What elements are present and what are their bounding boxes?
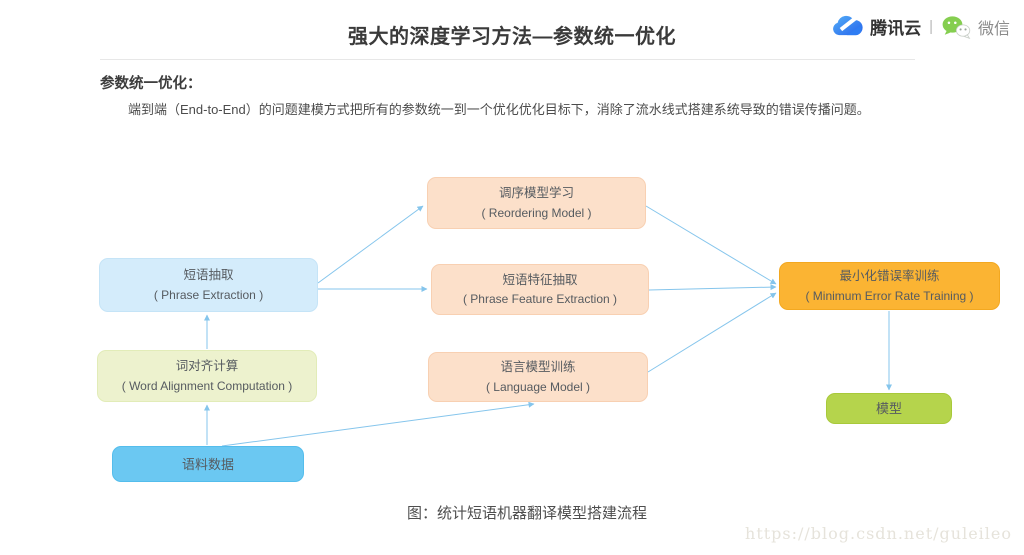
- edge-phrase-feature-extraction-to-minimum-error-rate-training: [648, 284, 777, 291]
- watermark-url: https://blog.csdn.net/guleileo: [745, 524, 1012, 543]
- node-word-alignment-computation-label-zh: 词对齐计算: [175, 359, 239, 374]
- node-minimum-error-rate-training-label-en: ( Minimum Error Rate Training ): [805, 288, 974, 303]
- node-phrase-extraction: 短语抽取 ( Phrase Extraction ): [99, 258, 318, 312]
- header-divider: [100, 59, 915, 60]
- node-reordering-model-label-zh: 调序模型学习: [498, 186, 574, 201]
- edge-corpus-data-to-language-model: [221, 401, 535, 447]
- node-phrase-feature-extraction-label-en: ( Phrase Feature Extraction ): [462, 292, 618, 307]
- edge-phrase-extraction-to-reordering-model: [317, 205, 424, 284]
- node-corpus-data-label-zh: 语料数据: [181, 456, 234, 472]
- node-language-model: 语言模型训练 ( Language Model ): [428, 352, 648, 402]
- node-phrase-feature-extraction-label-zh: 短语特征抽取: [502, 272, 578, 287]
- edge-reordering-model-to-minimum-error-rate-training: [645, 205, 777, 285]
- node-phrase-extraction-label-en: ( Phrase Extraction ): [153, 287, 264, 302]
- node-language-model-label-en: ( Language Model ): [485, 379, 591, 394]
- page-title: 强大的深度学习方法—参数统一优化: [348, 26, 676, 48]
- intro-paragraph: 端到端（End-to-End）的问题建模方式把所有的参数统一到一个优化优化目标下…: [128, 102, 870, 117]
- node-language-model-label-zh: 语言模型训练: [500, 360, 576, 375]
- node-word-alignment-computation: 词对齐计算 ( Word Alignment Computation ): [97, 350, 317, 402]
- tencent-cloud-icon: [831, 15, 863, 38]
- node-word-alignment-computation-label-en: ( Word Alignment Computation ): [121, 378, 293, 393]
- node-phrase-feature-extraction: 短语特征抽取 ( Phrase Feature Extraction ): [431, 264, 649, 315]
- edge-language-model-to-minimum-error-rate-training: [647, 292, 777, 373]
- section-heading: 参数统一优化：: [100, 76, 202, 92]
- node-reordering-model-label-en: ( Reordering Model ): [481, 205, 592, 220]
- wechat-label: 微信: [977, 20, 1010, 38]
- brand-separator: |: [929, 18, 933, 35]
- node-phrase-extraction-label-zh: 短语抽取: [183, 268, 234, 283]
- figure-caption: 图：统计短语机器翻译模型搭建流程: [406, 505, 647, 522]
- tencent-cloud-label: 腾讯云: [870, 19, 922, 38]
- node-corpus-data: 语料数据: [112, 446, 304, 482]
- brand-bar: 腾讯云 | 微信: [831, 14, 1010, 39]
- node-minimum-error-rate-training-label-zh: 最小化错误率训练: [839, 269, 940, 284]
- node-minimum-error-rate-training: 最小化错误率训练 ( Minimum Error Rate Training ): [779, 262, 1000, 310]
- node-model-label-zh: 模型: [875, 401, 902, 416]
- node-model: 模型: [826, 393, 952, 424]
- wechat-icon: [941, 15, 971, 39]
- node-reordering-model: 调序模型学习 ( Reordering Model ): [427, 177, 646, 229]
